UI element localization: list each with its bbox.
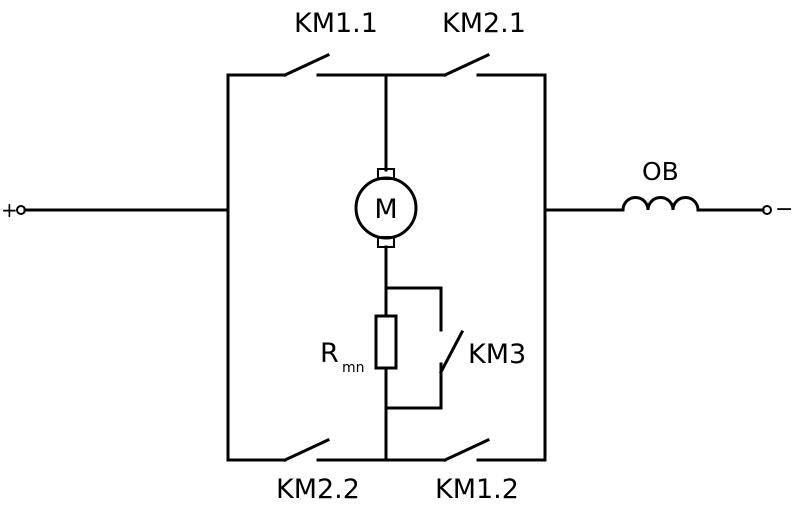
plus-sign: +	[1, 198, 18, 222]
km2-1-contact	[443, 53, 547, 77]
km1-1-label: KM1.1	[294, 8, 378, 39]
km3-bypass-contact	[384, 286, 465, 410]
km1-2-blade	[443, 438, 490, 462]
field-winding-label: ОВ	[642, 157, 679, 186]
field-winding-coil	[621, 196, 700, 212]
resistor-label-subscript: mn	[342, 360, 365, 376]
km3-blade	[438, 329, 465, 375]
starting-resistor	[374, 314, 398, 370]
km2-2-label: KM2.2	[276, 474, 360, 505]
km2-1-label: KM2.1	[442, 8, 526, 39]
resistor-label: R mn	[320, 338, 365, 376]
minus-sign: −	[775, 197, 793, 222]
motor-label: M	[374, 194, 397, 225]
km1-2-contact	[443, 438, 547, 462]
km3-label: KM3	[468, 339, 526, 370]
km1-1-contact	[226, 53, 447, 77]
resistor-label-main: R	[320, 338, 339, 369]
km2-2-contact	[226, 438, 447, 462]
km2-2-blade	[283, 438, 330, 462]
negative-terminal: −	[762, 197, 793, 222]
km1-1-blade	[283, 53, 330, 77]
negative-terminal-node	[762, 205, 772, 215]
km1-2-label: KM1.2	[435, 474, 519, 505]
motor-armature: M	[354, 168, 418, 248]
km2-1-blade	[443, 53, 490, 77]
positive-terminal: +	[1, 198, 230, 222]
